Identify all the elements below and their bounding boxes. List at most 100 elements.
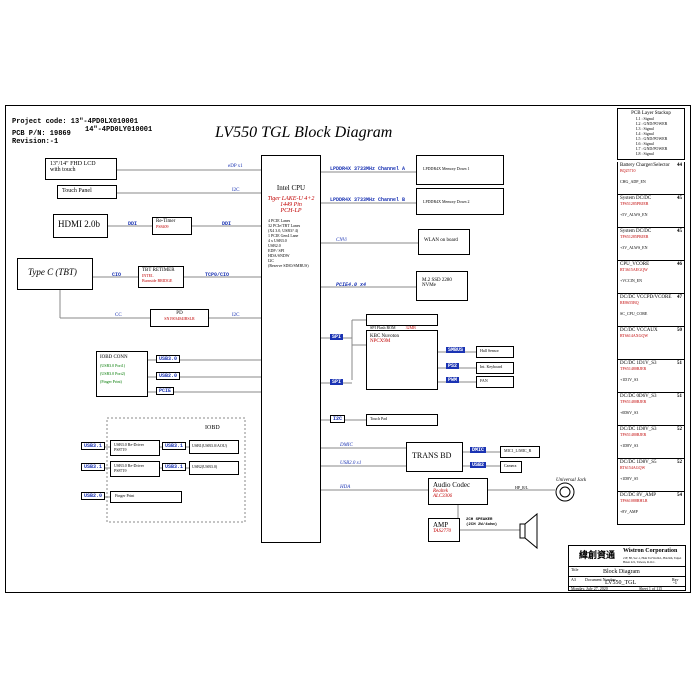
tbt-retimer-part: Burnside BRIDGE	[142, 278, 173, 283]
amp-box: AMP TAS2770	[428, 518, 460, 542]
power-rail-page: 51	[677, 361, 682, 366]
cnvi-label: CNVi	[336, 238, 347, 243]
revision: Revision:-1	[12, 138, 59, 146]
audio-codec-box: Audio Codec Realtek ALC3306	[428, 478, 488, 505]
redriver-part-2: PS8719	[114, 468, 127, 473]
fingerprint-port: (Finger Print)	[100, 379, 122, 384]
usb2-port-box: USB2(USB3.0)	[189, 461, 239, 475]
cpu-note: USB2.0	[268, 243, 281, 248]
power-rail-signal: +8V_AMP	[620, 509, 638, 514]
trans-bd-label: TRANS BD	[412, 451, 452, 460]
lcd-box: 13"/14" FHD LCD with touch	[45, 158, 117, 180]
wlan-box: WLAN on board	[418, 229, 470, 255]
touchpad-label: Touch Pad	[370, 416, 387, 421]
usb-port1: (USB3.0 Port1)	[100, 363, 126, 368]
usb20-label: USB2.0	[156, 372, 181, 380]
hall-sensor-label: Hall Sensor	[480, 348, 499, 353]
channel-a-label: LPDDR4X 3733MHz Channel A	[330, 166, 406, 172]
power-rail-name: DC/DC 1D8V_S3	[620, 427, 657, 432]
touchpad-box: Touch Pad	[366, 414, 438, 426]
dmic-label: DMIC	[340, 443, 353, 448]
power-rail-part: RT6614AXGQW	[620, 333, 649, 338]
spi-flash-size: 32MB	[405, 325, 416, 330]
diagram-title: LV550 TGL Block Diagram	[215, 124, 393, 141]
hdmi-label: HDMI 2.0b	[58, 219, 100, 229]
retimer-label: Re-Timer	[156, 219, 176, 224]
stackup-layer: L7 : GND/POWER	[636, 146, 668, 151]
touch-panel-box: Touch Panel	[57, 185, 117, 199]
cpu-note: 1 PCIE Gen4 Lane	[268, 233, 299, 238]
usb30-label: USB3.0	[156, 355, 181, 363]
power-rail-signal: +1D1V_S3	[620, 377, 639, 382]
keyboard-box: Int. Keyboard	[476, 362, 514, 374]
cpu-note: (Reserve SDIO/SMBUS)	[268, 263, 309, 268]
power-rail-page: 46	[677, 262, 682, 267]
retimer-part: PS8409	[156, 224, 169, 229]
cpu-note: EDP / SPI	[268, 248, 285, 253]
power-rail-part: TPS51480RJER	[620, 366, 647, 371]
sheet-value: Sheet 1 of 115	[639, 586, 663, 591]
audio-codec-brand: Realtek	[433, 489, 448, 494]
typec-label: Type C (TBT)	[28, 267, 77, 277]
trans-bd-box: TRANS BD	[406, 442, 463, 472]
redriver-part: PS8719	[114, 447, 127, 452]
cpu-note: I2C	[268, 258, 274, 263]
ssd-label: M.2 SSD 2280	[422, 278, 452, 283]
power-rail-name: CPU_VCORE	[620, 262, 650, 267]
power-rail-part: RT3615AEGQW	[620, 267, 648, 272]
power-rail-signal: +1D8V_S5	[620, 476, 639, 481]
usb20x1-label: USB2.0 x1	[340, 461, 362, 466]
cio-label: CIO	[112, 272, 122, 278]
power-rail-name: System DC/DC	[620, 196, 652, 201]
stackup-layer: L2 : GND/POWER	[636, 121, 668, 126]
cpu-pch: PCH-LP	[280, 208, 302, 214]
kbc-part: NPCX9M	[370, 339, 391, 344]
project-code: Project code: 13"-4PD0LX010001	[12, 118, 139, 126]
ddi-label: DDI	[128, 221, 138, 227]
memory-down-1-box: LPDDR4X Memory Down 1	[416, 155, 504, 185]
audio-codec-label: Audio Codec	[433, 481, 471, 489]
ssd-box: M.2 SSD 2280 NVMe	[416, 271, 468, 301]
iobd-conn-box: IOBD CONN (USB3.0 Port1) (USB3.0 Port2) …	[96, 351, 148, 397]
audio-codec-part: ALC3306	[433, 494, 453, 499]
stackup-layer: L6 : Signal	[636, 141, 654, 146]
power-rail-page: 52	[677, 460, 682, 465]
i2c-label-2: I2C	[232, 313, 240, 318]
cpu-note: HDA/SNDW	[268, 253, 290, 258]
usb2-port-label: USB2(USB3.0)	[192, 464, 218, 469]
pcie4-label: PCIE4.0 x4	[336, 282, 367, 288]
title-value: Block Diagram	[603, 569, 640, 575]
power-rail-part: TPS51480RJER	[620, 399, 647, 404]
cpu-box: Intel CPU Tiger LAKE-U 4+2 1449 Pin PCH-…	[261, 155, 321, 543]
smbus-label: SMBUS	[446, 347, 466, 353]
pd-part: SN1903484IRSLR	[164, 316, 195, 321]
power-rail-part: BQ25710	[620, 168, 636, 173]
usb1-port-box: USB1(USB3.0/AOU)	[189, 440, 239, 454]
cpu-note: 32 PCIe/TBT Lanes	[268, 223, 301, 228]
cc-label: CC	[115, 313, 122, 318]
cpu-name: Intel CPU	[276, 184, 306, 192]
usb31-label-out: USB3.1	[162, 442, 187, 450]
power-rail-signal: +VCCIN_EN	[620, 278, 643, 283]
dmic-label-2: DMIC	[470, 447, 487, 453]
rev-label: Rev	[672, 577, 679, 582]
chinese-company: 緯創資通	[579, 550, 616, 560]
ssd-label-2: NVMe	[422, 283, 436, 288]
power-rail-page: 54	[677, 493, 682, 498]
tcp-label: TCP0/CIO	[205, 272, 230, 278]
power-rail-page: 50	[677, 328, 682, 333]
power-rail-name: System DC/DC	[620, 229, 652, 234]
power-rail-page: 47	[677, 295, 682, 300]
doc-divider	[569, 576, 685, 577]
usb31-label-in: USB3.1	[81, 442, 106, 450]
power-rail-part: TPS51285PRJER	[620, 234, 649, 239]
pd-label: PD	[176, 311, 183, 316]
